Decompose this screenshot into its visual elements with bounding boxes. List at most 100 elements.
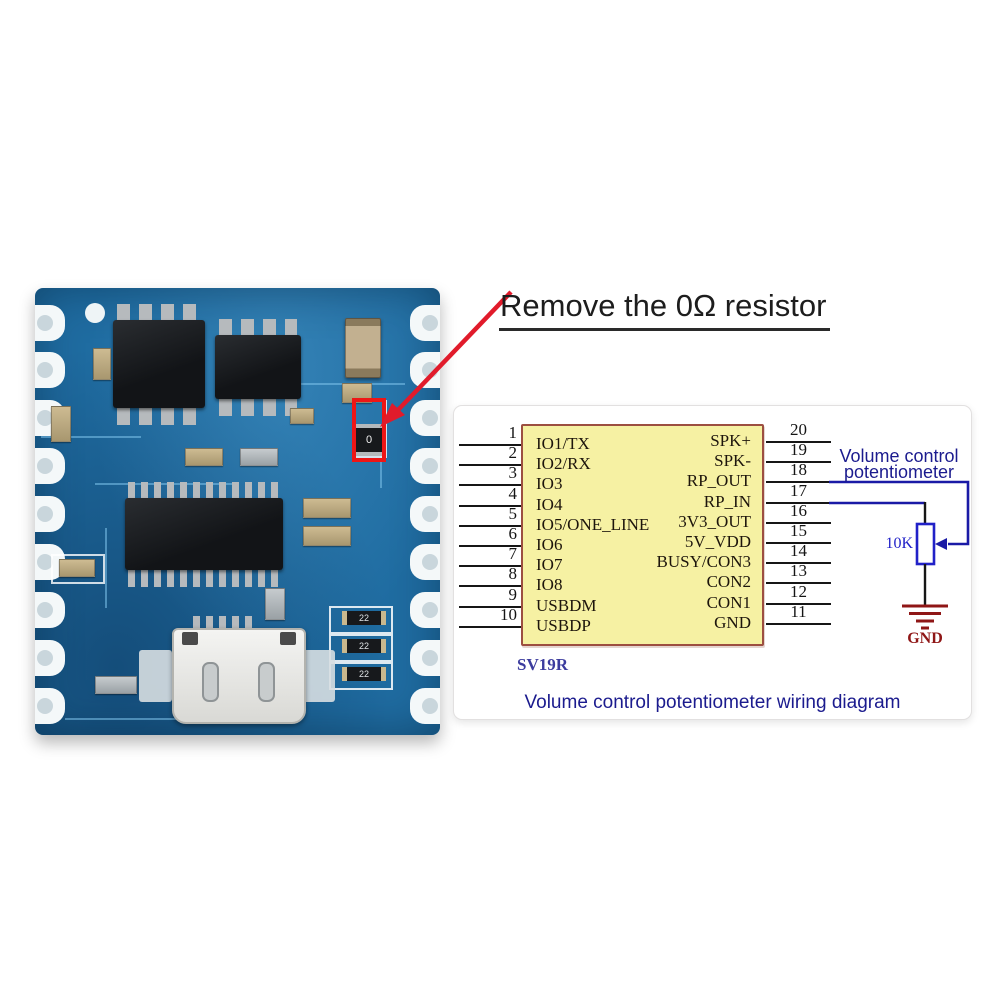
pin-number: 5 [508,504,518,523]
castellation-pad [410,544,440,580]
pot-value-label: 10K [885,535,913,552]
smd-resistor: 22 [329,606,393,634]
wire-rp-out [829,480,970,546]
pin-line [459,545,521,547]
smd-component [95,676,137,694]
pad-hole [422,554,438,570]
pin-number: 9 [508,585,518,604]
pin-row: 9 [459,585,521,608]
pin-line [459,606,521,608]
pin-number: 16 [790,501,807,520]
pin-number: 2 [508,443,518,462]
pin-row: 17 [766,481,831,504]
zero-ohm-resistor: 0 [356,424,382,456]
pin-label: USBDM [536,596,597,615]
pin-label: CON1 [706,593,751,612]
pad-hole [37,506,53,522]
pin-row: 18 [766,460,831,483]
castellation-pad [410,640,440,676]
pad-hole [37,315,53,331]
castellation-pad [35,688,65,724]
pin-line [766,522,831,524]
resistor-marking: 22 [342,667,386,681]
pin-number: 3 [508,463,518,482]
pin-row: 1 [459,423,521,446]
pin-label: BUSY/CON3 [656,552,751,571]
pin-line [766,461,831,463]
note-line2: potentiometer [843,462,955,482]
pin-label: GND [714,613,751,632]
pin-line [766,562,831,564]
pin-line [459,525,521,527]
castellation-pad [410,496,440,532]
usb-pins [193,616,257,628]
castellation-pad [410,688,440,724]
ssop-chip [125,498,283,570]
resistor-marking: 22 [342,639,386,653]
pin-row: 10 [459,605,521,628]
pin-label: USBDP [536,616,591,635]
pad-hole [422,362,438,378]
pcb-trace [41,436,141,438]
pad-hole [422,650,438,666]
pcb-board: 0 22 22 22 [35,288,440,735]
gnd-symbol [902,604,948,630]
pin-line [459,505,521,507]
pcb-trace [65,718,265,720]
pad-hole [422,315,438,331]
soic8-chip [215,335,301,399]
castellation-pad [35,496,65,532]
pad-hole [422,410,438,426]
castellation-pad [410,592,440,628]
castellation-pad [410,352,440,388]
castellation-pad [410,400,440,436]
soic8-chip [113,320,205,408]
pin-label: RP_OUT [686,471,751,490]
chip-name: SV19R [517,655,569,674]
pin-number: 1 [508,423,518,442]
pin-line [766,502,831,504]
zero-resistor-highlight [352,398,386,462]
pin-line [766,582,831,584]
smd-component [93,348,111,380]
pin-label: SPK+ [710,431,751,450]
smd-component [303,526,351,546]
castellation-pad [35,352,65,388]
pin-label: IO3 [536,474,563,493]
fiducial-dot [85,303,105,323]
pin-number: 12 [790,582,807,601]
smd-component [290,408,314,424]
smd-component [185,448,223,466]
potentiometer-symbol [915,522,936,566]
smd-resistor: 22 [329,662,393,690]
ic-legs [117,304,201,321]
pin-line [459,444,521,446]
pin-row: 4 [459,484,521,507]
annotation-title: Remove the 0Ω resistor [499,288,831,331]
pin-label: IO6 [536,535,563,554]
pin-number: 10 [500,605,517,624]
pin-line [459,484,521,486]
diagram-caption: Volume control potentiometer wiring diag… [524,692,901,713]
pin-label: RP_IN [703,492,751,511]
pin-label: CON2 [706,572,751,591]
pin-number: 19 [790,440,807,459]
silkscreen-outline [51,554,105,584]
pin-row: 19 [766,440,831,463]
pin-row: 15 [766,521,831,544]
usb-slot [258,662,275,702]
pad-hole [37,698,53,714]
gnd-label: GND [907,630,943,647]
pin-line [459,626,521,628]
smd-component [240,448,278,466]
pin-row: 3 [459,463,521,486]
pad-hole [422,458,438,474]
pin-line [766,603,831,605]
castellation-pad [410,305,440,341]
resistor-marking: 22 [342,611,386,625]
pin-label: 5V_VDD [684,532,751,551]
castellation-pad [410,448,440,484]
pin-number: 7 [508,544,518,563]
pin-row: 7 [459,544,521,567]
